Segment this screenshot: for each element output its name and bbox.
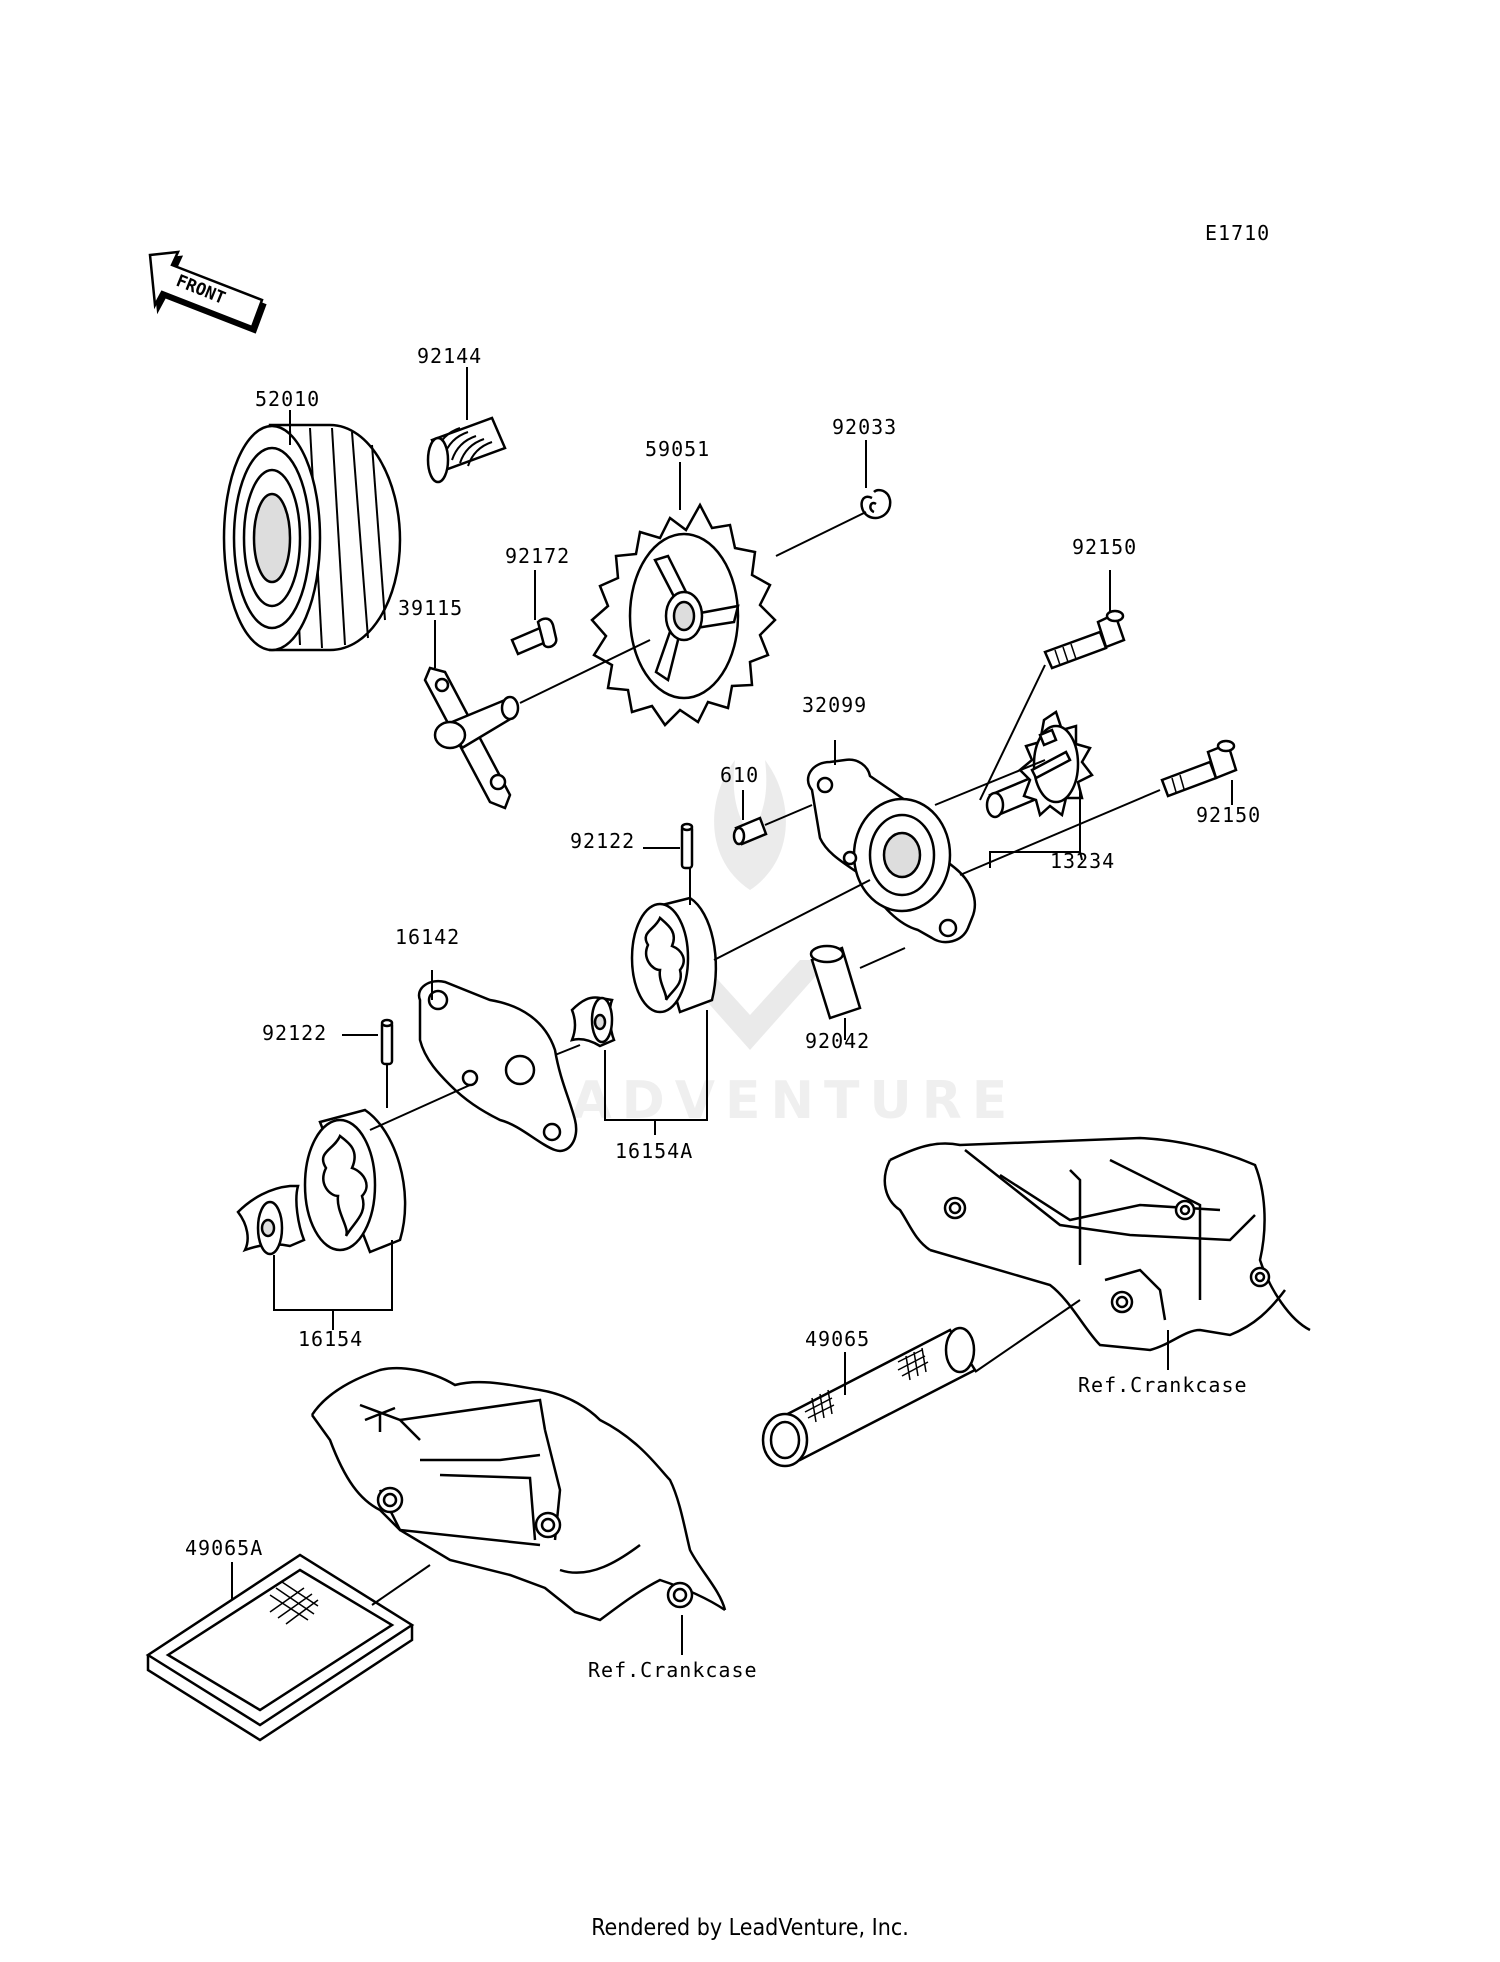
ref-crankcase-bottom[interactable]: Ref.Crankcase (588, 1658, 758, 1682)
callout-92033[interactable]: 92033 (832, 415, 897, 439)
front-arrow-icon: FRONT (148, 250, 267, 334)
callout-92122-lower[interactable]: 92122 (262, 1021, 327, 1045)
callout-13234[interactable]: 13234 (1050, 849, 1115, 873)
bolt-92172 (510, 617, 558, 656)
callout-39115[interactable]: 39115 (398, 596, 463, 620)
callout-92122-upper[interactable]: 92122 (570, 829, 635, 853)
callout-52010[interactable]: 52010 (255, 387, 320, 411)
leader-lines (231, 367, 1233, 1655)
inner-rotor-upper (569, 996, 616, 1048)
callout-49065[interactable]: 49065 (805, 1327, 870, 1351)
crankcase-right (883, 1136, 1311, 1352)
dowel-sleeve-92042 (809, 944, 862, 1020)
pump-cover-gasket (417, 979, 578, 1153)
callout-92172[interactable]: 92172 (505, 544, 570, 568)
bolt-92150-lower (1160, 739, 1238, 798)
oil-strainer (761, 1326, 977, 1468)
callout-16142[interactable]: 16142 (395, 925, 460, 949)
inner-rotor-lower (236, 1184, 306, 1256)
diagram-code: E1710 (1205, 221, 1270, 245)
sprocket-shaft-plate (423, 666, 520, 810)
pump-shaft-gear (985, 710, 1094, 819)
callout-92150-upper[interactable]: 92150 (1072, 535, 1137, 559)
spring (426, 416, 507, 484)
part-callouts: 52010 92144 59051 92033 92172 39115 9215… (185, 344, 1261, 1682)
pin-92122-lower (380, 1018, 394, 1066)
oil-pump-sprocket (590, 502, 777, 727)
callout-610[interactable]: 610 (720, 763, 759, 787)
oil-strainer-screen (145, 1553, 415, 1742)
ref-crankcase-right[interactable]: Ref.Crankcase (1078, 1373, 1248, 1397)
outer-rotor-upper (630, 896, 718, 1014)
outer-rotor-lower (303, 1108, 407, 1254)
callout-92042[interactable]: 92042 (805, 1029, 870, 1053)
callout-92150-lower[interactable]: 92150 (1196, 803, 1261, 827)
callout-59051[interactable]: 59051 (645, 437, 710, 461)
callout-16154A[interactable]: 16154A (615, 1139, 693, 1163)
oil-pump-body (806, 758, 977, 944)
callout-16154[interactable]: 16154 (298, 1327, 363, 1351)
dowel-pin-610 (732, 816, 768, 846)
bolt-92150-upper (1043, 609, 1126, 670)
crankcase-bottom (310, 1366, 727, 1622)
pin-92122-upper (680, 822, 694, 870)
footer-credit: Rendered by LeadVenture, Inc. (591, 1915, 909, 1941)
oil-filter (222, 423, 402, 652)
circlip (860, 488, 892, 520)
callout-92144[interactable]: 92144 (417, 344, 482, 368)
callout-49065A[interactable]: 49065A (185, 1536, 263, 1560)
callout-32099[interactable]: 32099 (802, 693, 867, 717)
